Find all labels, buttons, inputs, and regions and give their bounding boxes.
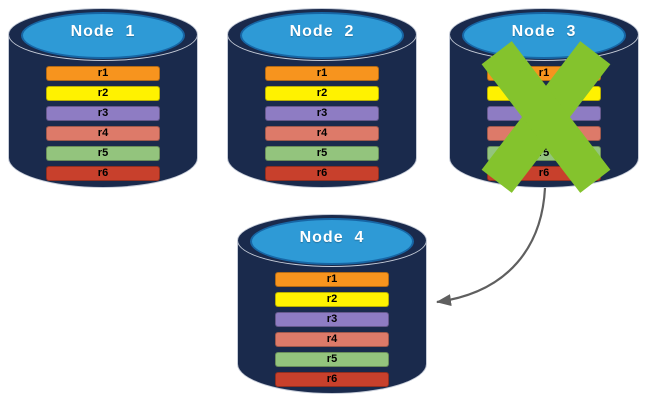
record-bar-r1: r1	[46, 66, 160, 81]
node-4-title: Node 4	[299, 229, 365, 246]
record-bar-r4: r4	[265, 126, 379, 141]
record-bar-r2: r2	[265, 86, 379, 101]
node-4-cylinder-top	[250, 218, 414, 265]
record-bar-r6: r6	[46, 166, 160, 181]
record-bar-r5: r5	[265, 146, 379, 161]
node-1-title: Node 1	[70, 23, 136, 40]
record-bar-r4: r4	[275, 332, 389, 347]
node-1-records: r1 r2 r3 r4 r5 r6	[46, 66, 160, 186]
node-2-title: Node 2	[289, 23, 355, 40]
record-bar-r1: r1	[275, 272, 389, 287]
arrow-curve	[436, 187, 547, 307]
record-bar-r5: r5	[275, 352, 389, 367]
record-bar-r6: r6	[265, 166, 379, 181]
node-4: Node 4 r1 r2 r3 r4 r5 r6	[237, 214, 427, 394]
node-1: Node 1 r1 r2 r3 r4 r5 r6	[8, 8, 198, 188]
node-1-cylinder-top	[21, 12, 185, 59]
record-bar-r3: r3	[275, 312, 389, 327]
record-bar-r2: r2	[275, 292, 389, 307]
node-3-cylinder-top	[462, 12, 626, 59]
node-2-records: r1 r2 r3 r4 r5 r6	[265, 66, 379, 186]
node-3-title: Node 3	[511, 23, 577, 40]
node-4-records: r1 r2 r3 r4 r5 r6	[275, 272, 389, 392]
record-bar-r3: r3	[265, 106, 379, 121]
record-bar-r4: r4	[46, 126, 160, 141]
node-3: Node 3 r1 r2 r3 r4 r5 r6	[449, 8, 639, 193]
record-bar-r2: r2	[46, 86, 160, 101]
record-bar-r3: r3	[46, 106, 160, 121]
node-2: Node 2 r1 r2 r3 r4 r5 r6	[227, 8, 417, 188]
record-bar-r5: r5	[46, 146, 160, 161]
record-bar-r6: r6	[275, 372, 389, 387]
record-bar-r1: r1	[265, 66, 379, 81]
node-2-cylinder-top	[240, 12, 404, 59]
failure-x-icon	[481, 41, 611, 193]
